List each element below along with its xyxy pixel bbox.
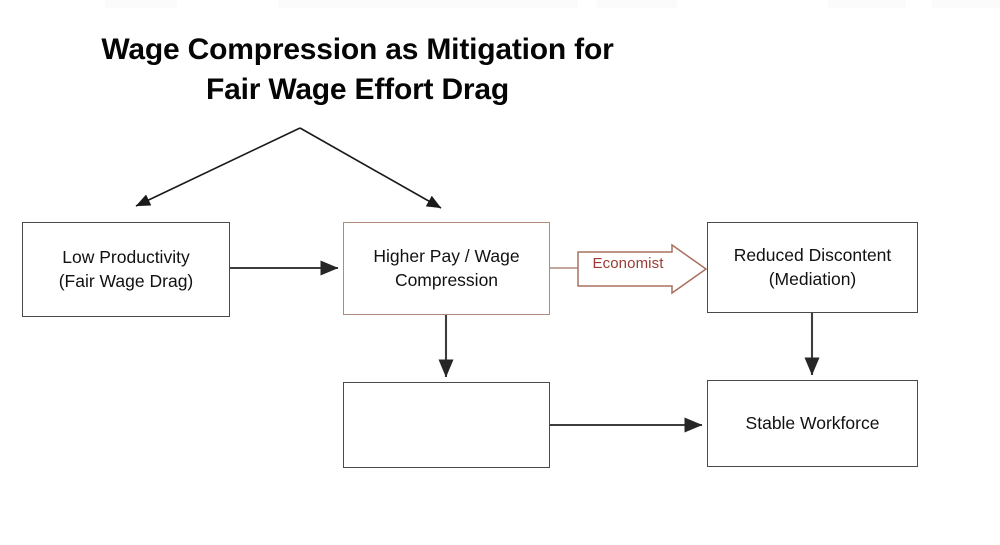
node-higher-pay[interactable]: Higher Pay / Wage Compression (343, 222, 550, 315)
chrome-chip (105, 0, 177, 8)
node-stable-workforce[interactable]: Stable Workforce (707, 380, 918, 467)
chrome-chip (597, 0, 677, 8)
economist-edge-label: Economist (592, 254, 664, 272)
chrome-chip (932, 0, 1000, 8)
node-reduced-discontent[interactable]: Reduced Discontent (Mediation) (707, 222, 918, 313)
economist-block-arrow (577, 243, 708, 295)
branch-arrow-right (299, 127, 442, 209)
chrome-chip (278, 0, 578, 8)
node-low-productivity[interactable]: Low Productivity (Fair Wage Drag) (22, 222, 230, 317)
page-title: Wage Compression as Mitigation for Fair … (101, 33, 614, 106)
branch-arrow-left (135, 127, 301, 207)
cropped-chrome-strip (0, 0, 1000, 10)
chrome-chip (828, 0, 906, 8)
node-unlabeled-box[interactable] (343, 382, 550, 468)
